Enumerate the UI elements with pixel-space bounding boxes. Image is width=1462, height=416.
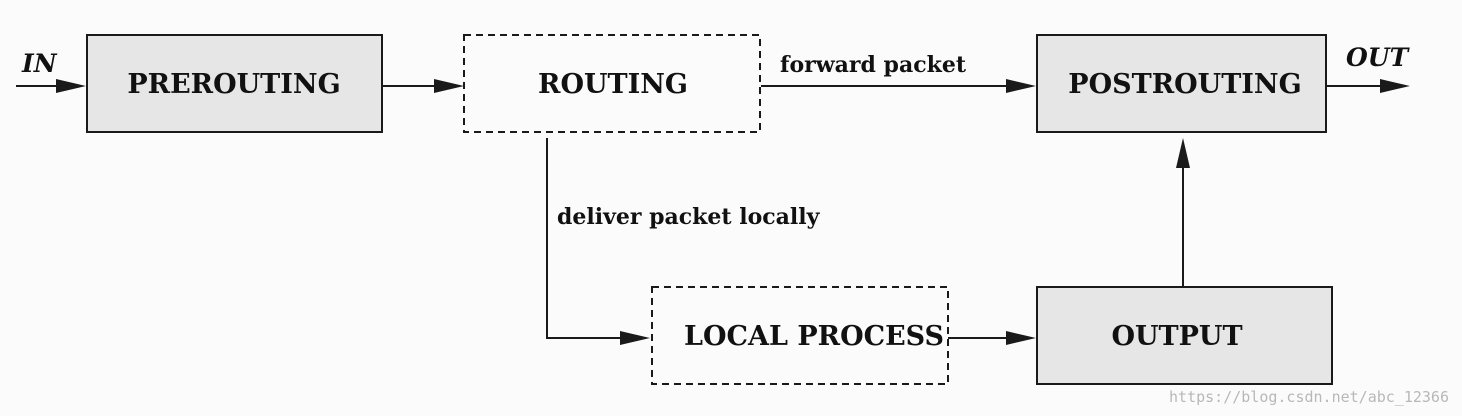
watermark-text: https://blog.csdn.net/abc_12366 <box>1169 388 1449 406</box>
prerouting-to-routing-arrow <box>383 79 464 93</box>
in-label: IN <box>21 49 58 78</box>
deliver-locally-label: deliver packet locally <box>557 204 821 230</box>
postrouting-box <box>1036 34 1327 133</box>
local-process-box <box>651 286 949 385</box>
output-to-postrouting-arrow <box>1176 138 1190 287</box>
forward-packet-label: forward packet <box>780 52 967 78</box>
routing-label: ROUTING <box>538 69 688 100</box>
prerouting-label: PREROUTING <box>127 69 340 100</box>
output-box <box>1036 286 1333 385</box>
postrouting-label: POSTROUTING <box>1068 69 1301 100</box>
out-label: OUT <box>1346 43 1411 72</box>
prerouting-box <box>86 34 383 133</box>
forward-packet-arrow <box>761 79 1036 93</box>
local-process-label: LOCAL PROCESS <box>684 321 944 352</box>
in-arrow <box>16 79 86 93</box>
routing-box <box>463 34 761 133</box>
deliver-locally-arrow <box>546 138 650 345</box>
out-arrow <box>1327 79 1410 93</box>
local-to-output-arrow <box>948 331 1036 345</box>
output-label: OUTPUT <box>1111 321 1242 352</box>
